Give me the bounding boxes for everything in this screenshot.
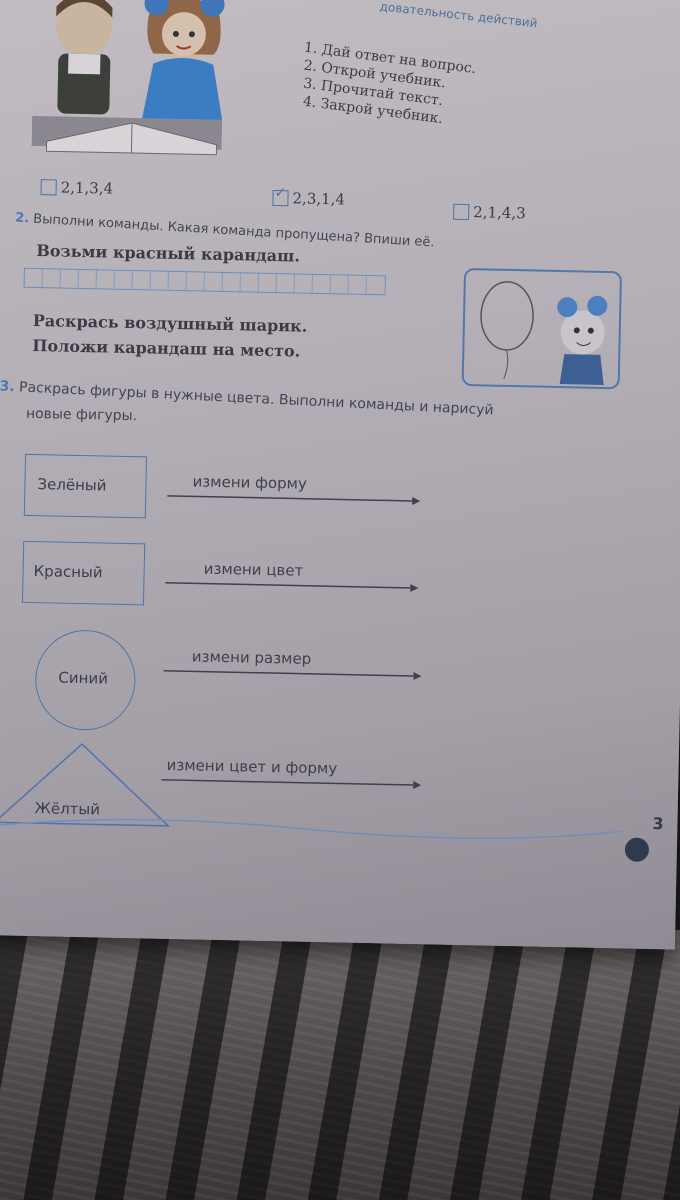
task3-title-line2: новые фигуры. (25, 405, 138, 425)
shape-label: Синий (58, 668, 109, 688)
arrow-icon (167, 495, 421, 505)
answer-option-label: 2,3,1,4 (292, 189, 346, 209)
answer-option-2[interactable]: ✓ 2,3,1,4 (272, 185, 346, 209)
task-number: 3. (0, 378, 16, 396)
answer-option-3[interactable]: 2,1,4,3 (453, 203, 526, 223)
steps-list: 1. Дай ответ на вопрос. 2. Открой учебни… (302, 40, 477, 128)
answer-option-label: 2,1,4,3 (473, 203, 526, 223)
command-line-1: Возьми красный карандаш. (36, 241, 301, 266)
green-square-shape[interactable]: Зелёный (23, 453, 148, 519)
arrow-icon (163, 670, 422, 681)
command-line-3: Положи карандаш на место. (32, 335, 301, 361)
blue-circle-shape[interactable]: Синий (34, 629, 137, 732)
check-mark-icon: ✓ (274, 185, 287, 202)
answer-grid[interactable] (23, 267, 386, 296)
arrow-icon (161, 779, 422, 790)
command-text: измени цвет (203, 559, 304, 580)
answer-option-label: 2,1,3,4 (60, 178, 114, 198)
task-number: 2. (14, 210, 30, 227)
children-reading-illustration (31, 0, 225, 156)
command-text: измени форму (192, 472, 308, 493)
workbook-page: довательность действий 1. Дай ответ на в… (0, 0, 680, 950)
command-line-2: Раскрась воздушный шарик. (32, 310, 308, 336)
checkbox[interactable] (40, 179, 57, 196)
yellow-triangle-shape[interactable] (0, 740, 174, 832)
red-square-shape[interactable]: Красный (21, 540, 146, 606)
shape-label: Красный (33, 562, 103, 582)
answer-option-1[interactable]: 2,1,3,4 (40, 178, 113, 198)
page-number: 3 (652, 814, 664, 834)
shape-label: Зелёный (37, 475, 107, 495)
balloon-illustration (480, 281, 608, 385)
section-header: довательность действий (379, 0, 539, 31)
checkbox[interactable] (453, 203, 470, 221)
arrow-icon (165, 582, 419, 592)
balloon-picture-box (461, 267, 623, 390)
blanket-background (0, 930, 680, 1200)
checkbox[interactable]: ✓ (272, 185, 289, 207)
footer-wave (0, 818, 649, 862)
